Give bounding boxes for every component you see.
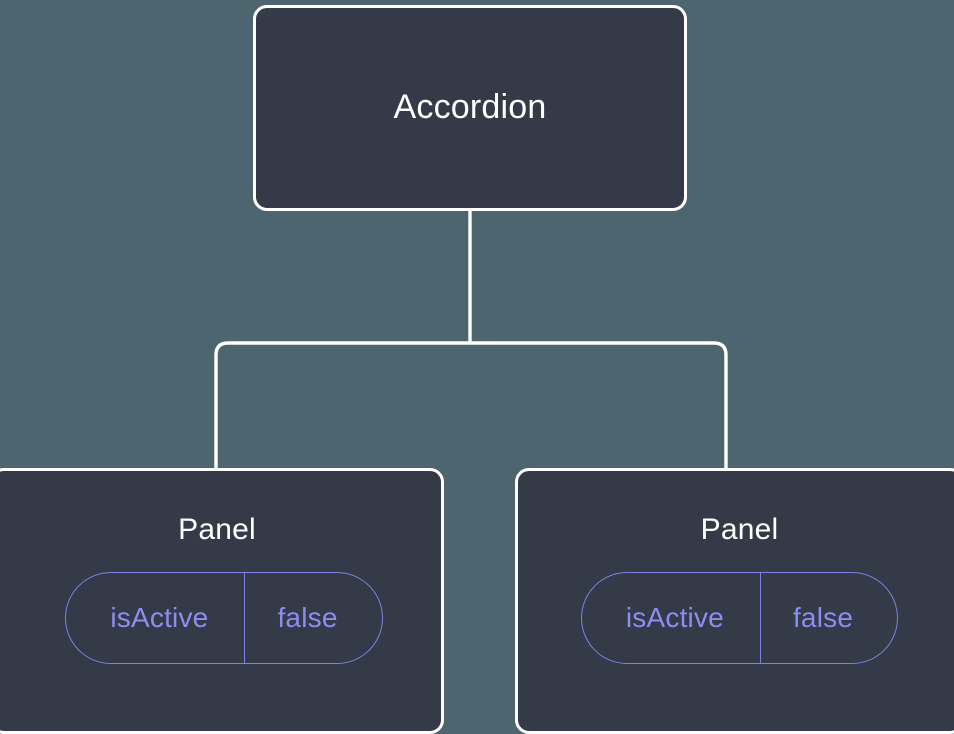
node-panel-2-label: Panel [700,513,779,546]
prop-pill-panel-2[interactable]: isActive false [580,572,899,664]
node-panel-2[interactable]: Panel isActive false [515,468,954,734]
node-accordion-label: Accordion [393,88,547,127]
prop-key-isactive: isActive [110,602,209,633]
node-panel-1-label: Panel [178,513,256,546]
node-accordion[interactable]: Accordion [253,5,687,211]
connector-branch-left [214,341,470,470]
connector-branch-right [470,341,728,470]
prop-pill-panel-1[interactable]: isActive false [65,572,383,664]
prop-value-isactive: false [759,573,897,663]
prop-key-isactive: isActive [625,602,724,633]
node-panel-1[interactable]: Panel isActive false [0,468,444,734]
prop-value-isactive: false [244,573,381,663]
